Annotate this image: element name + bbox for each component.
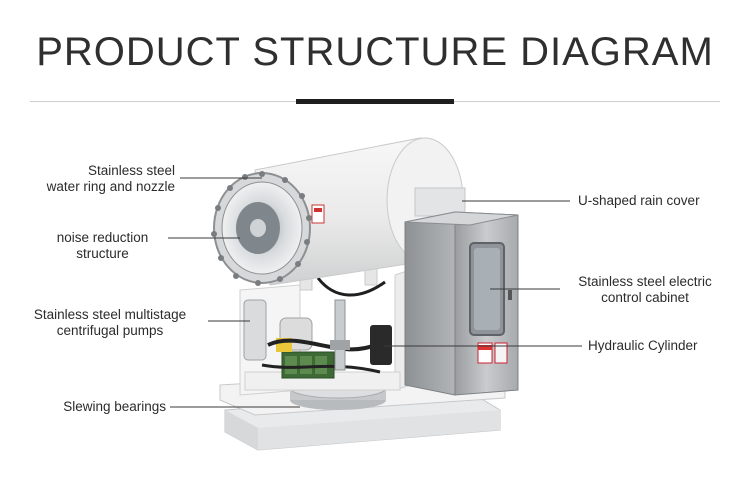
label-noise-reduction: noise reduction structure <box>40 230 165 262</box>
water-ring <box>211 171 312 286</box>
label-cabinet-line2: control cabinet <box>601 290 689 305</box>
callout-lines <box>168 177 582 408</box>
hydraulic-cylinder <box>330 299 392 371</box>
label-water-ring-line1: Stainless steel <box>87 163 175 178</box>
label-pumps-line2: centrifugal pumps <box>56 323 164 338</box>
label-hydraulic-cylinder: Hydraulic Cylinder <box>588 338 698 354</box>
label-rain-cover-line1: U-shaped rain cover <box>578 193 700 208</box>
label-rain-cover: U-shaped rain cover <box>578 193 700 209</box>
label-water-ring: Stainless steel water ring and nozzle <box>20 163 175 195</box>
label-bearings-line1: Slewing bearings <box>63 399 166 414</box>
label-control-cabinet: Stainless steel electric control cabinet <box>560 274 730 306</box>
label-noise-line1: noise reduction <box>56 230 149 245</box>
pump-assembly <box>243 299 381 379</box>
label-cabinet-line1: Stainless steel electric <box>578 274 712 289</box>
label-pumps-line1: Stainless steel multistage <box>33 307 187 322</box>
label-slewing-bearings: Slewing bearings <box>20 399 166 415</box>
page-title: PRODUCT STRUCTURE DIAGRAM <box>36 30 714 74</box>
label-water-ring-line2: water ring and nozzle <box>46 179 175 194</box>
label-pumps: Stainless steel multistage centrifugal p… <box>12 307 208 339</box>
label-noise-line2: structure <box>76 246 129 261</box>
title-accent-bar <box>296 99 454 104</box>
control-cabinet <box>404 211 519 396</box>
label-hydraulic-line1: Hydraulic Cylinder <box>588 338 698 353</box>
